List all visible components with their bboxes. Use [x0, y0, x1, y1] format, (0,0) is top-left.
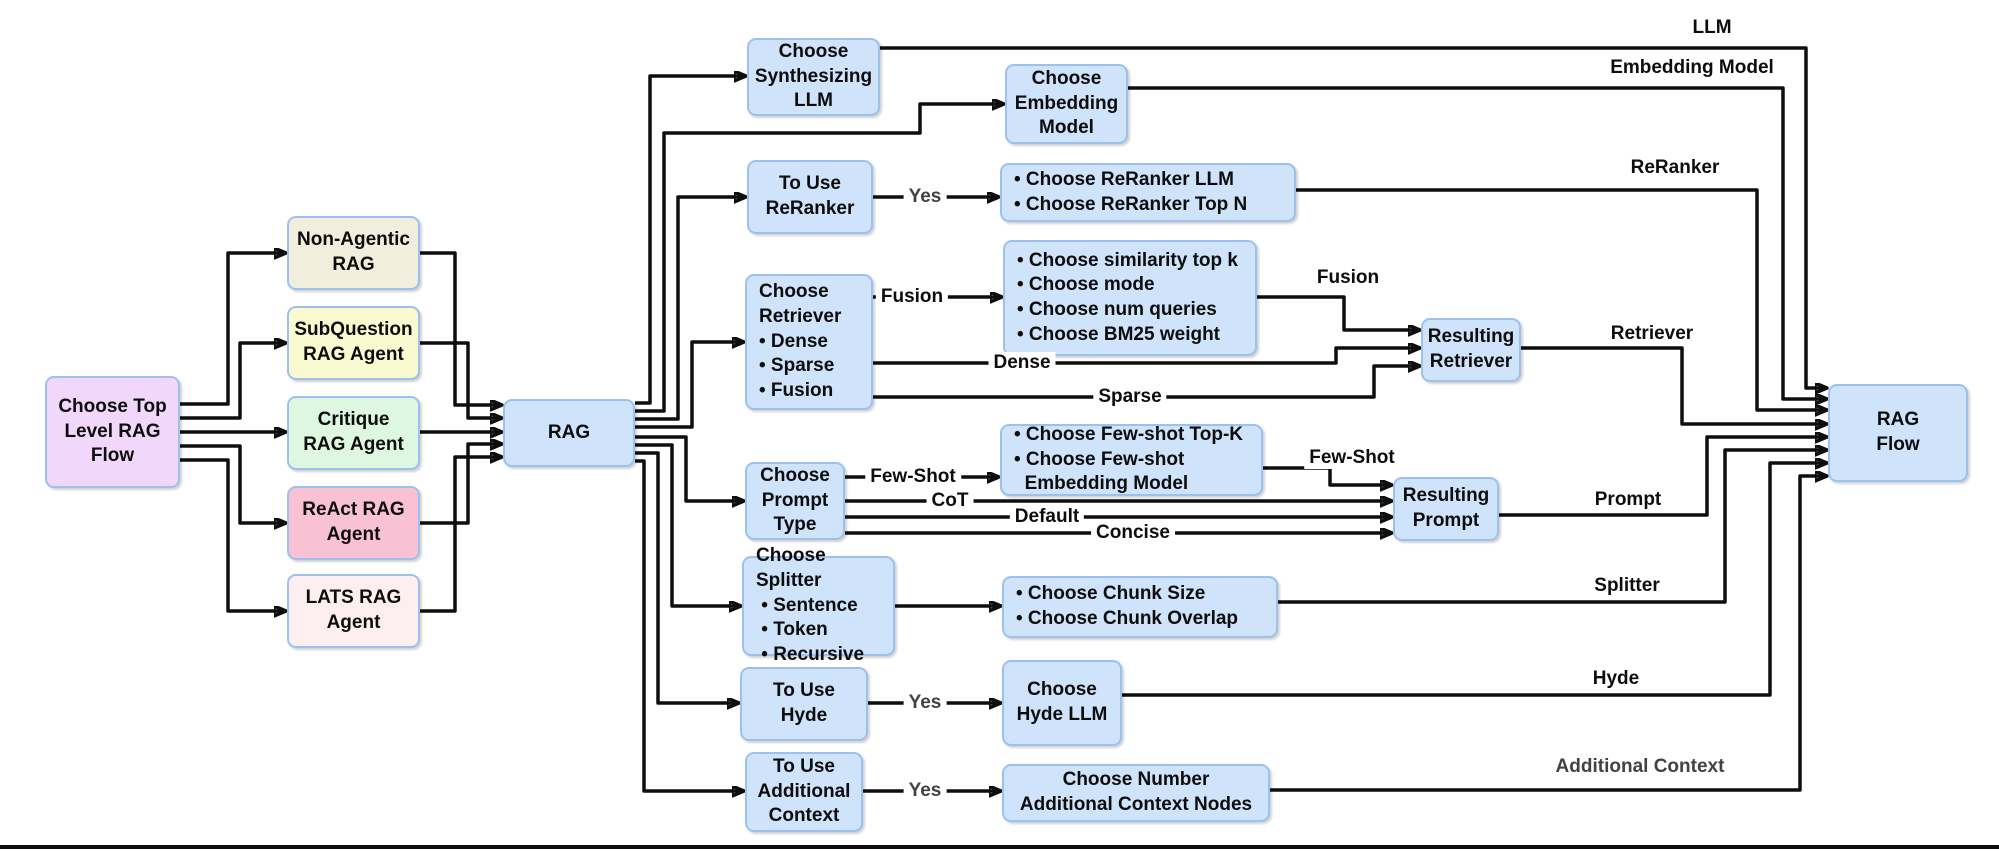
edge-chunkopts-ragflow — [1278, 450, 1826, 604]
edge-toplevel-nonagentic — [180, 253, 285, 406]
output-label-splitter: Splitter — [1589, 575, 1665, 597]
edge-label-yes-hyde: Yes — [903, 692, 947, 714]
edge-lats-rag — [420, 457, 501, 613]
edge-hydellm-ragflow — [1122, 463, 1826, 697]
edge-subquestion-rag — [420, 341, 501, 418]
node-critique-rag-agent: Critique RAG Agent — [287, 396, 420, 470]
edge-rag-prompttype — [635, 435, 743, 501]
edge-label-sparse: Sparse — [1093, 386, 1167, 408]
node-choose-embedding-model: Choose Embedding Model — [1005, 64, 1128, 144]
edge-rag-usehyde — [635, 451, 738, 703]
node-non-agentic-rag: Non-Agentic RAG — [287, 216, 420, 290]
node-subquestion-rag-agent: SubQuestion RAG Agent — [287, 306, 420, 380]
node-to-use-additional-context: To Use Additional Context — [745, 752, 863, 832]
output-label-fusion: Fusion — [1311, 267, 1385, 289]
edge-fewshotopts-resultingprompt — [1263, 466, 1391, 485]
edge-rag-chooseretriever — [635, 342, 743, 429]
node-rag-flow: RAG Flow — [1828, 384, 1968, 482]
edge-label-dense: Dense — [988, 352, 1056, 374]
node-choose-prompt-type: Choose Prompt Type — [745, 462, 845, 540]
edge-resultingprompt-ragflow — [1499, 437, 1826, 517]
output-label-fewshot: Few-Shot — [1304, 447, 1400, 469]
output-label-reranker: ReRanker — [1625, 157, 1725, 179]
node-to-use-hyde: To Use Hyde — [740, 667, 868, 741]
node-choose-number-additional-context-nodes: Choose Number Additional Context Nodes — [1002, 764, 1270, 822]
node-choose-splitter: Choose Splitter • Sentence • Token • Rec… — [742, 545, 895, 665]
edge-label-fewshot: Few-Shot — [865, 466, 961, 488]
edge-label-concise: Concise — [1091, 522, 1175, 544]
edge-label-fusion: Fusion — [875, 286, 949, 308]
edge-embedmodel-ragflow — [1128, 86, 1826, 399]
node-lats-rag-agent: LATS RAG Agent — [287, 574, 420, 648]
node-resulting-prompt: Resulting Prompt — [1393, 477, 1499, 541]
node-reranker-options: • Choose ReRanker LLM • Choose ReRanker … — [1000, 163, 1296, 222]
edge-rag-embedmodel — [635, 104, 1003, 413]
edge-nonagentic-rag — [420, 251, 501, 405]
edge-react-rag — [420, 444, 501, 525]
edge-toplevel-subquestion — [180, 343, 285, 420]
edge-rerankeropts-ragflow — [1296, 188, 1826, 410]
edge-label-cot: CoT — [926, 490, 974, 512]
output-label-llm: LLM — [1687, 17, 1737, 39]
edge-synthllm-ragflow — [880, 46, 1826, 388]
node-react-rag-agent: ReAct RAG Agent — [287, 486, 420, 560]
output-label-embedding-model: Embedding Model — [1605, 57, 1779, 79]
edge-toplevel-lats — [180, 458, 285, 611]
edge-numnodes-ragflow — [1270, 476, 1826, 792]
edge-toplevel-react — [180, 444, 285, 523]
edge-rag-splitter — [635, 443, 740, 606]
output-label-additional-context: Additional Context — [1550, 756, 1730, 778]
node-to-use-reranker: To Use ReRanker — [747, 160, 873, 234]
node-chunk-options: • Choose Chunk Size • Choose Chunk Overl… — [1002, 576, 1278, 638]
edge-label-default: Default — [1009, 506, 1085, 528]
edge-retriever-dense — [873, 348, 1419, 365]
node-resulting-retriever: Resulting Retriever — [1421, 318, 1521, 382]
node-choose-hyde-llm: Choose Hyde LLM — [1002, 660, 1122, 746]
edge-label-yes-reranker: Yes — [903, 186, 947, 208]
edge-rag-useaddctx — [635, 459, 743, 791]
output-label-prompt: Prompt — [1589, 489, 1667, 511]
node-fusion-options: • Choose similarity top k • Choose mode … — [1003, 240, 1257, 356]
node-choose-top-level-rag-flow: Choose Top Level RAG Flow — [45, 376, 180, 488]
node-choose-synthesizing-llm: Choose Synthesizing LLM — [747, 38, 880, 116]
edge-resultingretriever-ragflow — [1521, 346, 1826, 424]
node-choose-retriever: Choose Retriever • Dense • Sparse • Fusi… — [745, 274, 873, 410]
edge-rag-synthllm — [635, 76, 745, 405]
output-label-retriever: Retriever — [1605, 323, 1699, 345]
node-rag: RAG — [503, 399, 635, 467]
edge-fusionopts-resultingretriever — [1257, 295, 1419, 330]
node-fewshot-options: • Choose Few-shot Top-K • Choose Few-sho… — [1000, 424, 1263, 496]
edge-rag-usereranker — [635, 197, 745, 421]
output-label-hyde: Hyde — [1587, 668, 1645, 690]
edge-label-yes-additional-context: Yes — [903, 780, 947, 802]
